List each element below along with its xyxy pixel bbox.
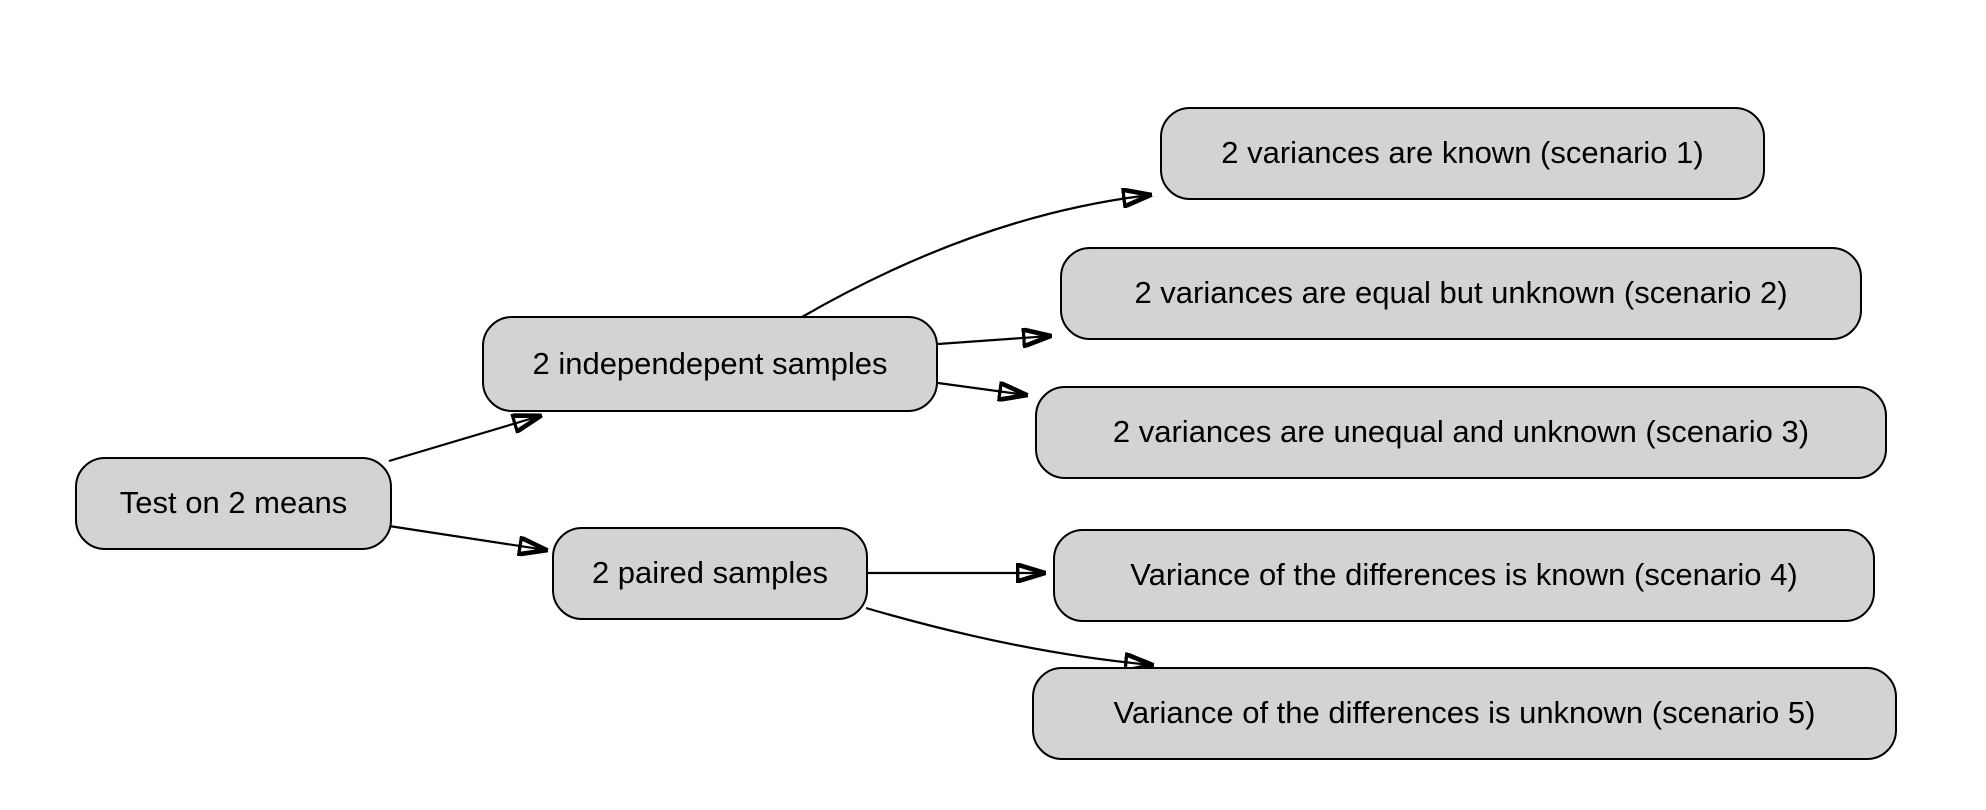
edge-root-to-independent (388, 416, 540, 463)
node-scenario-1: 2 variances are known (scenario 1) (1160, 107, 1765, 200)
node-scenario-5: Variance of the differences is unknown (… (1032, 667, 1897, 760)
node-2-paired-samples: 2 paired samples (552, 527, 868, 620)
edge-independent-to-scenario3 (937, 383, 1026, 395)
edge-independent-to-scenario1 (801, 195, 1150, 318)
node-scenario-4: Variance of the differences is known (sc… (1053, 529, 1875, 622)
node-2-independent-samples: 2 independepent samples (482, 316, 938, 412)
node-scenario-3: 2 variances are unequal and unknown (sce… (1035, 386, 1887, 479)
edge-independent-to-scenario2 (937, 336, 1050, 344)
node-scenario-2: 2 variances are equal but unknown (scena… (1060, 247, 1862, 340)
edge-root-to-paired (388, 524, 546, 550)
edge-paired-to-scenario5 (865, 606, 1152, 665)
node-test-on-2-means: Test on 2 means (75, 457, 392, 550)
